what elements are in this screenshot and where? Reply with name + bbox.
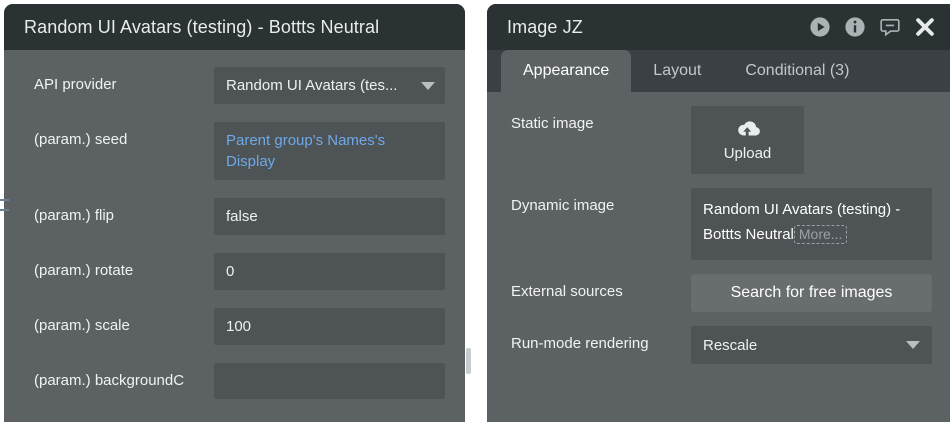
appearance-form: Static image Upload Dynamic image Random… <box>487 92 950 364</box>
comment-icon[interactable] <box>879 16 901 38</box>
scale-input[interactable]: 100 <box>214 308 445 345</box>
seed-dynamic-expression: Parent group's Names's Display <box>226 132 386 170</box>
property-label: (param.) backgroundC <box>34 372 185 389</box>
form-row-external-sources: External sources Search for free images <box>511 274 932 312</box>
chevron-down-icon <box>421 81 435 90</box>
inspector-tabs: Appearance Layout Conditional (3) <box>487 50 950 92</box>
static-image-label: Static image <box>511 115 594 132</box>
close-icon[interactable] <box>914 16 936 38</box>
grip-line <box>0 199 9 201</box>
form-row-dynamic-image: Dynamic image Random UI Avatars (testing… <box>511 188 932 260</box>
property-label: (param.) flip <box>34 207 115 224</box>
external-sources-control: Search for free images <box>691 274 932 312</box>
element-inspector-panel: Image JZ <box>487 4 950 422</box>
property-row-rotate: (param.) rotate 0 <box>4 244 465 299</box>
tab-conditional[interactable]: Conditional (3) <box>745 62 850 79</box>
play-icon[interactable] <box>809 16 831 38</box>
property-list: API provider Random UI Avatars (tes... (… <box>4 50 465 408</box>
rotate-value: 0 <box>226 263 235 280</box>
api-provider-dropdown[interactable]: Random UI Avatars (tes... <box>214 67 445 104</box>
element-name-title: Image JZ <box>507 16 583 37</box>
tab-appearance[interactable]: Appearance <box>501 50 632 92</box>
seed-input[interactable]: Parent group's Names's Display <box>214 122 445 180</box>
external-sources-label: External sources <box>511 283 623 300</box>
flip-input[interactable]: false <box>214 198 445 235</box>
resize-handle-icon[interactable] <box>466 348 471 374</box>
property-label: API provider <box>34 76 117 93</box>
tab-layout[interactable]: Layout <box>653 62 702 79</box>
upload-button[interactable]: Upload <box>691 106 804 174</box>
upload-button-label: Upload <box>723 144 772 162</box>
property-label: (param.) scale <box>34 317 130 334</box>
run-mode-rendering-select[interactable]: Rescale <box>691 326 932 364</box>
backgroundcolor-input[interactable] <box>214 363 445 399</box>
property-label: (param.) rotate <box>34 262 134 279</box>
run-mode-rendering-value: Rescale <box>703 336 758 354</box>
property-editor-panel: Random UI Avatars (testing) - Bottts Neu… <box>4 4 465 422</box>
dynamic-image-input[interactable]: Random UI Avatars (testing) - Bottts Neu… <box>691 188 932 260</box>
rotate-input[interactable]: 0 <box>214 253 445 290</box>
run-mode-rendering-label: Run-mode rendering <box>511 335 649 352</box>
info-icon[interactable] <box>844 16 866 38</box>
api-provider-value: Random UI Avatars (tes... <box>226 77 398 94</box>
run-mode-rendering-control: Rescale <box>691 326 932 364</box>
more-button[interactable]: More... <box>793 225 848 244</box>
form-row-run-mode-rendering: Run-mode rendering Rescale <box>511 326 932 364</box>
left-panel-title: Random UI Avatars (testing) - Bottts Neu… <box>24 16 380 37</box>
property-label: (param.) seed <box>34 131 128 148</box>
scale-value: 100 <box>226 318 252 335</box>
property-row-api-provider: API provider Random UI Avatars (tes... <box>4 58 465 113</box>
property-row-scale: (param.) scale 100 <box>4 299 465 354</box>
static-image-control: Upload <box>691 106 932 174</box>
dynamic-image-control: Random UI Avatars (testing) - Bottts Neu… <box>691 188 932 260</box>
cloud-upload-icon <box>733 119 763 140</box>
search-free-images-button[interactable]: Search for free images <box>691 274 932 312</box>
property-row-backgroundcolor: (param.) backgroundC <box>4 354 465 408</box>
property-row-flip: (param.) flip false <box>4 189 465 244</box>
form-row-static-image: Static image Upload <box>511 106 932 174</box>
grip-line <box>0 209 9 211</box>
left-panel-titlebar: Random UI Avatars (testing) - Bottts Neu… <box>4 4 465 50</box>
property-row-seed: (param.) seed Parent group's Names's Dis… <box>4 113 465 189</box>
chevron-down-icon <box>906 341 920 349</box>
dynamic-image-value: Random UI Avatars (testing) - Bottts Neu… <box>703 201 901 243</box>
titlebar-icon-group <box>809 16 936 38</box>
dynamic-image-label: Dynamic image <box>511 197 615 214</box>
right-panel-titlebar: Image JZ <box>487 4 950 50</box>
drag-grip-icon[interactable] <box>0 199 9 221</box>
flip-value: false <box>226 208 258 225</box>
